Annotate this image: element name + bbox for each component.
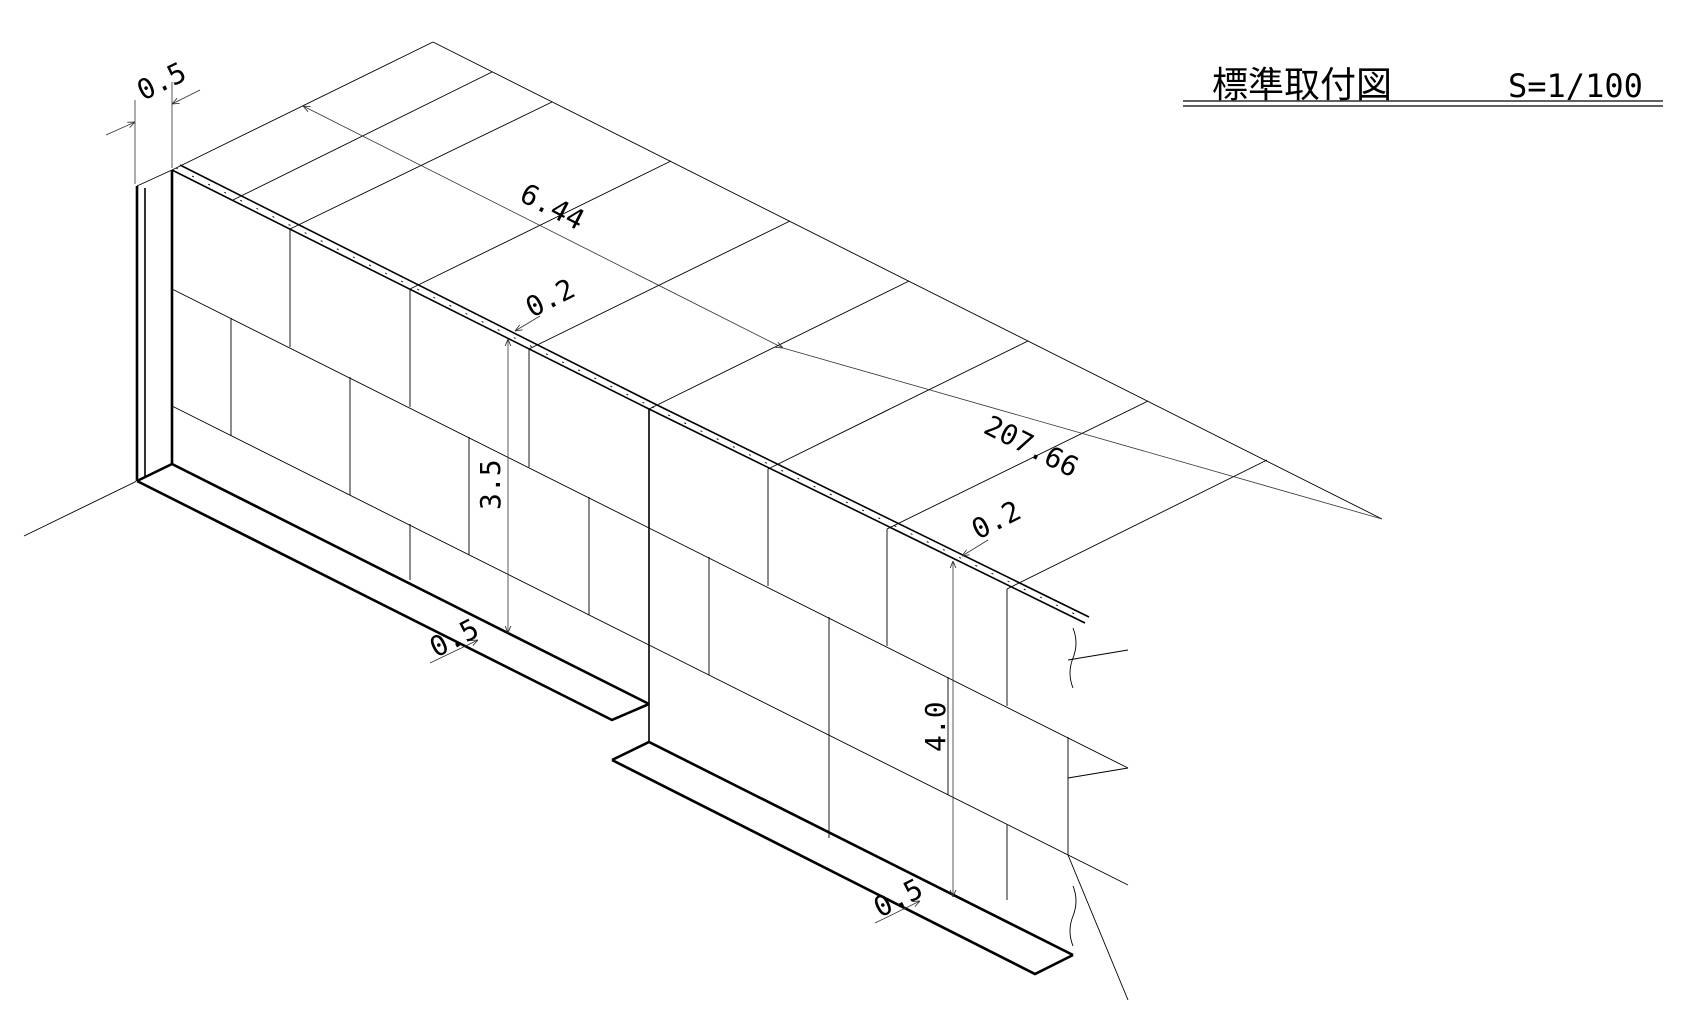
right-wall <box>611 403 1129 1001</box>
dim-rail-gap-left: 0.2 <box>520 272 580 324</box>
left-wall <box>135 164 656 722</box>
drawing-scale: S=1/100 <box>1508 67 1643 105</box>
dim-panel-length: 6.44 <box>515 177 590 237</box>
dim-top-thickness: 0.5 <box>132 55 192 107</box>
dim-height-left: 3.5 <box>474 459 507 510</box>
title-block: 標準取付図 S=1/100 <box>1183 65 1663 107</box>
drawing-title: 標準取付図 <box>1212 65 1392 106</box>
dimension-lines <box>105 82 1383 924</box>
dim-rail-gap-right: 0.2 <box>966 494 1026 546</box>
dim-total-length: 207.66 <box>979 409 1084 484</box>
dim-height-right: 4.0 <box>919 701 952 752</box>
